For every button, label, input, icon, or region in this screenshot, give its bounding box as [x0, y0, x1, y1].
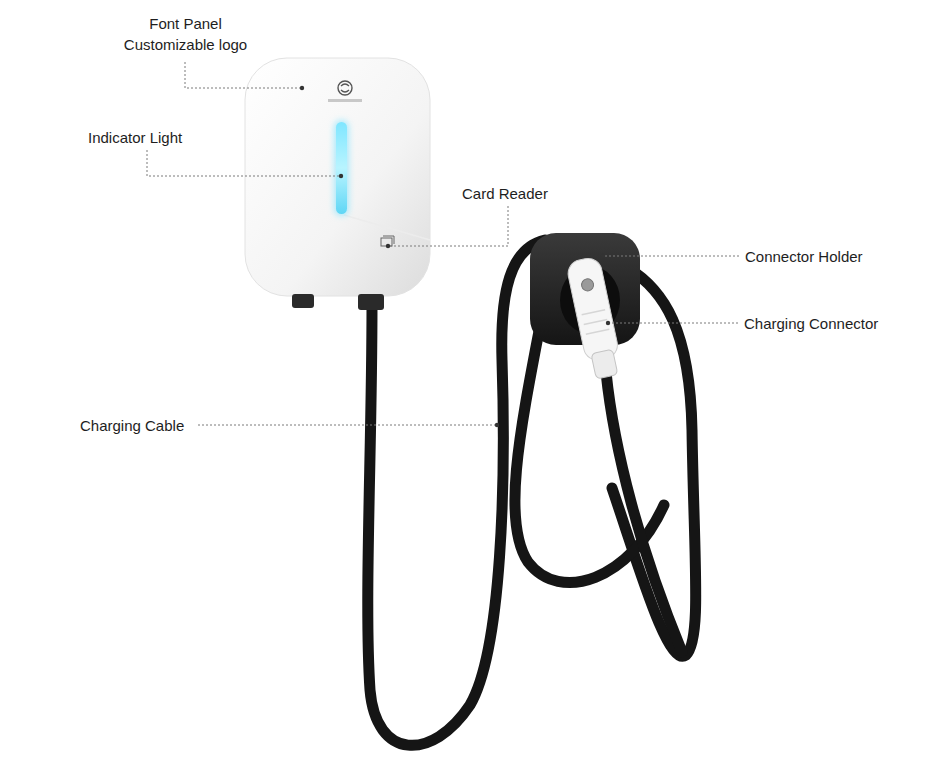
card-icon: [383, 236, 394, 244]
callout-label: Card Reader: [462, 183, 548, 204]
charger-housing: [245, 58, 430, 296]
connector-handle: [566, 256, 620, 363]
leader-line: [610, 323, 738, 324]
leader-dot: [601, 254, 605, 258]
leader-line: [198, 425, 495, 426]
cable-segment: [606, 372, 682, 652]
leader-dots: [300, 86, 610, 427]
connector-grip: [582, 310, 610, 335]
leader-dot: [606, 321, 610, 325]
leader-dot: [495, 423, 499, 427]
indicator-light: [336, 122, 347, 214]
connector-button: [580, 278, 594, 292]
cable-gland: [358, 294, 384, 310]
logo-mark: [341, 84, 349, 92]
leader-lines: [147, 62, 739, 425]
leader-line: [390, 206, 508, 246]
leader-dot: [300, 86, 304, 90]
logo-lettering: [328, 99, 362, 102]
leader-line: [605, 256, 739, 257]
leader-dot: [339, 174, 343, 178]
charging-connector: [566, 256, 624, 380]
logo-mark: [338, 81, 352, 95]
callout-label: Indicator Light: [88, 127, 182, 148]
leader-line: [185, 62, 300, 88]
callout-label: Font Panel Customizable logo: [108, 13, 263, 55]
leader-line: [147, 150, 339, 176]
callout-label: Charging Connector: [744, 313, 878, 334]
cable-gland: [292, 294, 314, 308]
leader-dot: [386, 244, 390, 248]
connector-strain-relief: [591, 349, 618, 379]
callout-label: Charging Cable: [80, 415, 184, 436]
callout-label: Connector Holder: [745, 246, 863, 267]
light-glow: [334, 120, 349, 216]
